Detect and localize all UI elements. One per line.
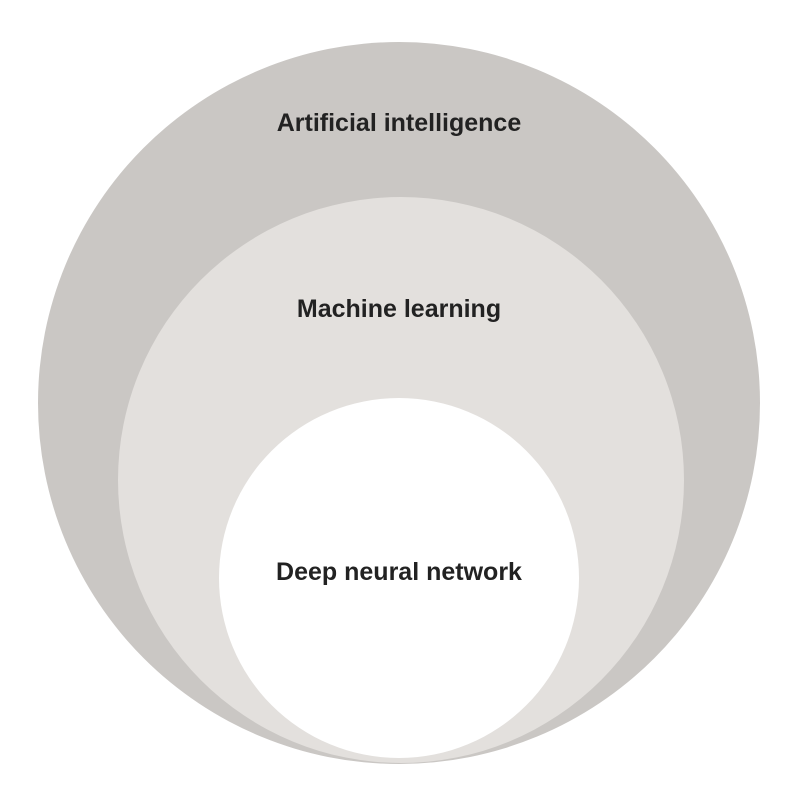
label-deep-neural-network: Deep neural network <box>276 558 522 586</box>
label-artificial-intelligence: Artificial intelligence <box>276 109 522 137</box>
label-machine-learning: Machine learning <box>296 295 502 323</box>
circle-deep-neural-network <box>219 398 579 758</box>
